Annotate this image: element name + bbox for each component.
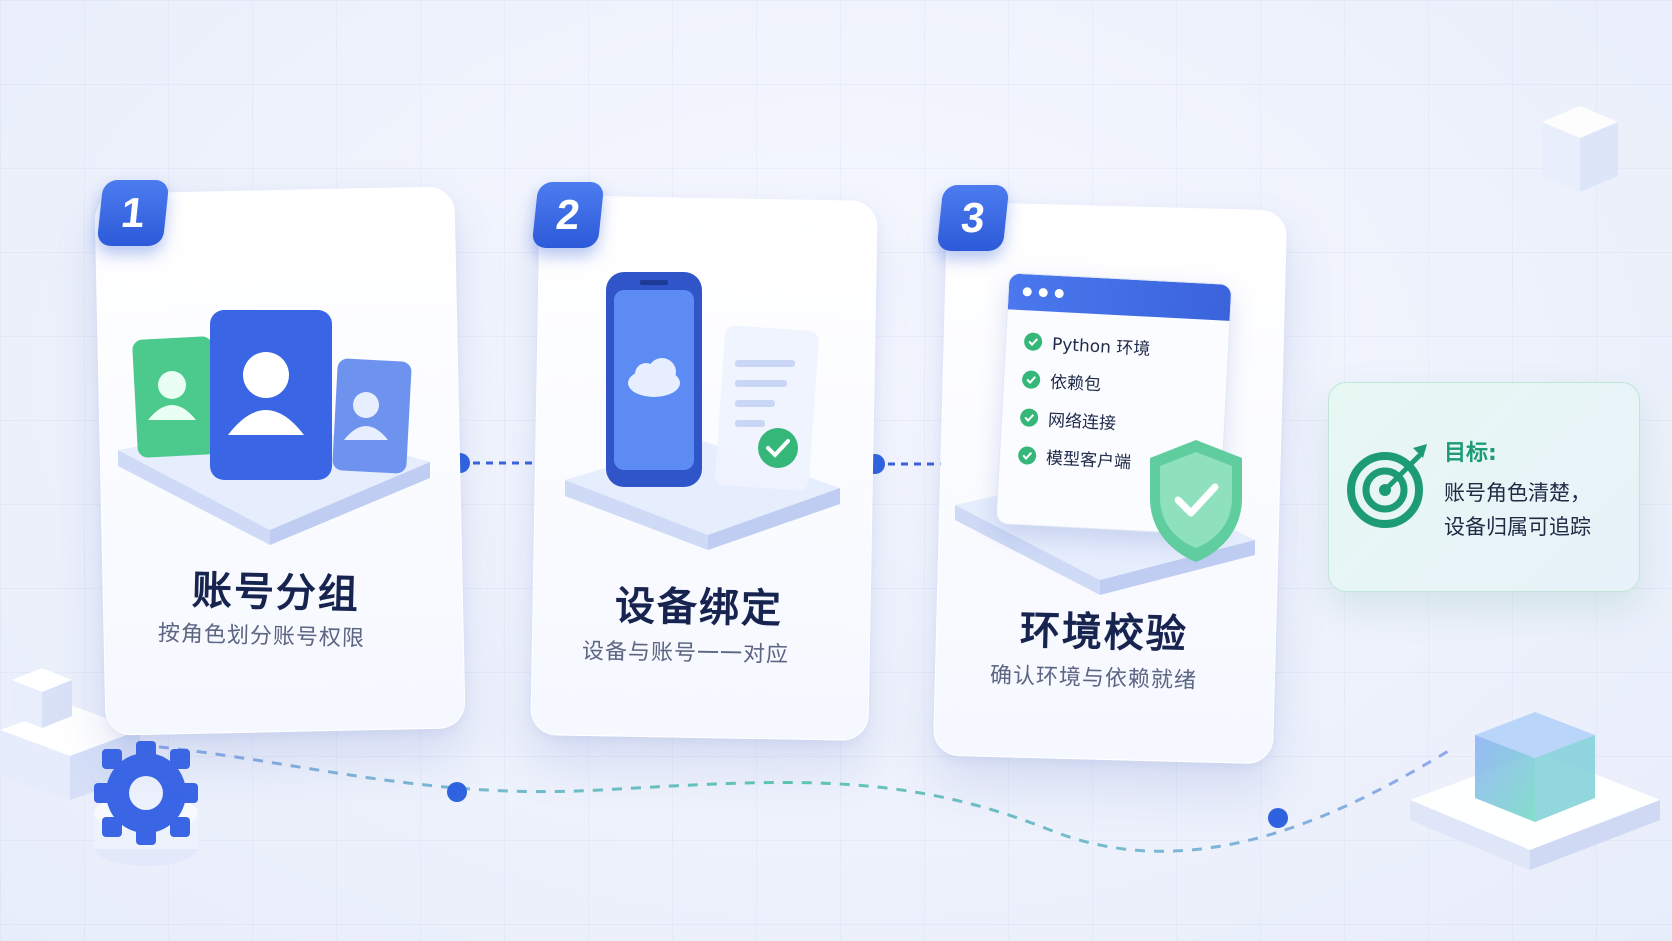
goal-title: 目标: — [1444, 441, 1497, 466]
check-item-deps: 依赖包 — [1021, 366, 1102, 395]
wave-node-left — [447, 782, 467, 802]
step-title-3: 环境校验 — [1019, 607, 1189, 659]
check-circle-icon — [1023, 331, 1043, 351]
step-desc-3: 确认环境与依赖就绪 — [989, 663, 1198, 694]
check-circle-icon — [1021, 369, 1041, 389]
wave-node-right — [1268, 808, 1288, 828]
goal-line-2: 设备归属可追踪 — [1444, 515, 1591, 539]
bottom-wave-connector — [139, 743, 1451, 853]
target-icon — [1347, 444, 1427, 528]
gear-icon — [94, 741, 198, 866]
check-circle-icon — [1019, 407, 1039, 427]
check-item-network: 网络连接 — [1019, 404, 1117, 434]
goal-line-1: 账号角色清楚， — [1444, 481, 1591, 505]
environment-checklist: Python 环境 依赖包 网络连接 模型客户端 — [995, 272, 1233, 536]
cube-icon-bottomright — [1410, 712, 1660, 870]
cube-icon-topright — [1542, 106, 1618, 192]
check-item-model-client: 模型客户端 — [1017, 442, 1132, 473]
check-circle-icon — [1017, 445, 1037, 465]
goal-card: 目标: 账号角色清楚， 设备归属可追踪 — [1328, 382, 1640, 592]
check-item-python: Python 环境 — [1023, 328, 1151, 360]
